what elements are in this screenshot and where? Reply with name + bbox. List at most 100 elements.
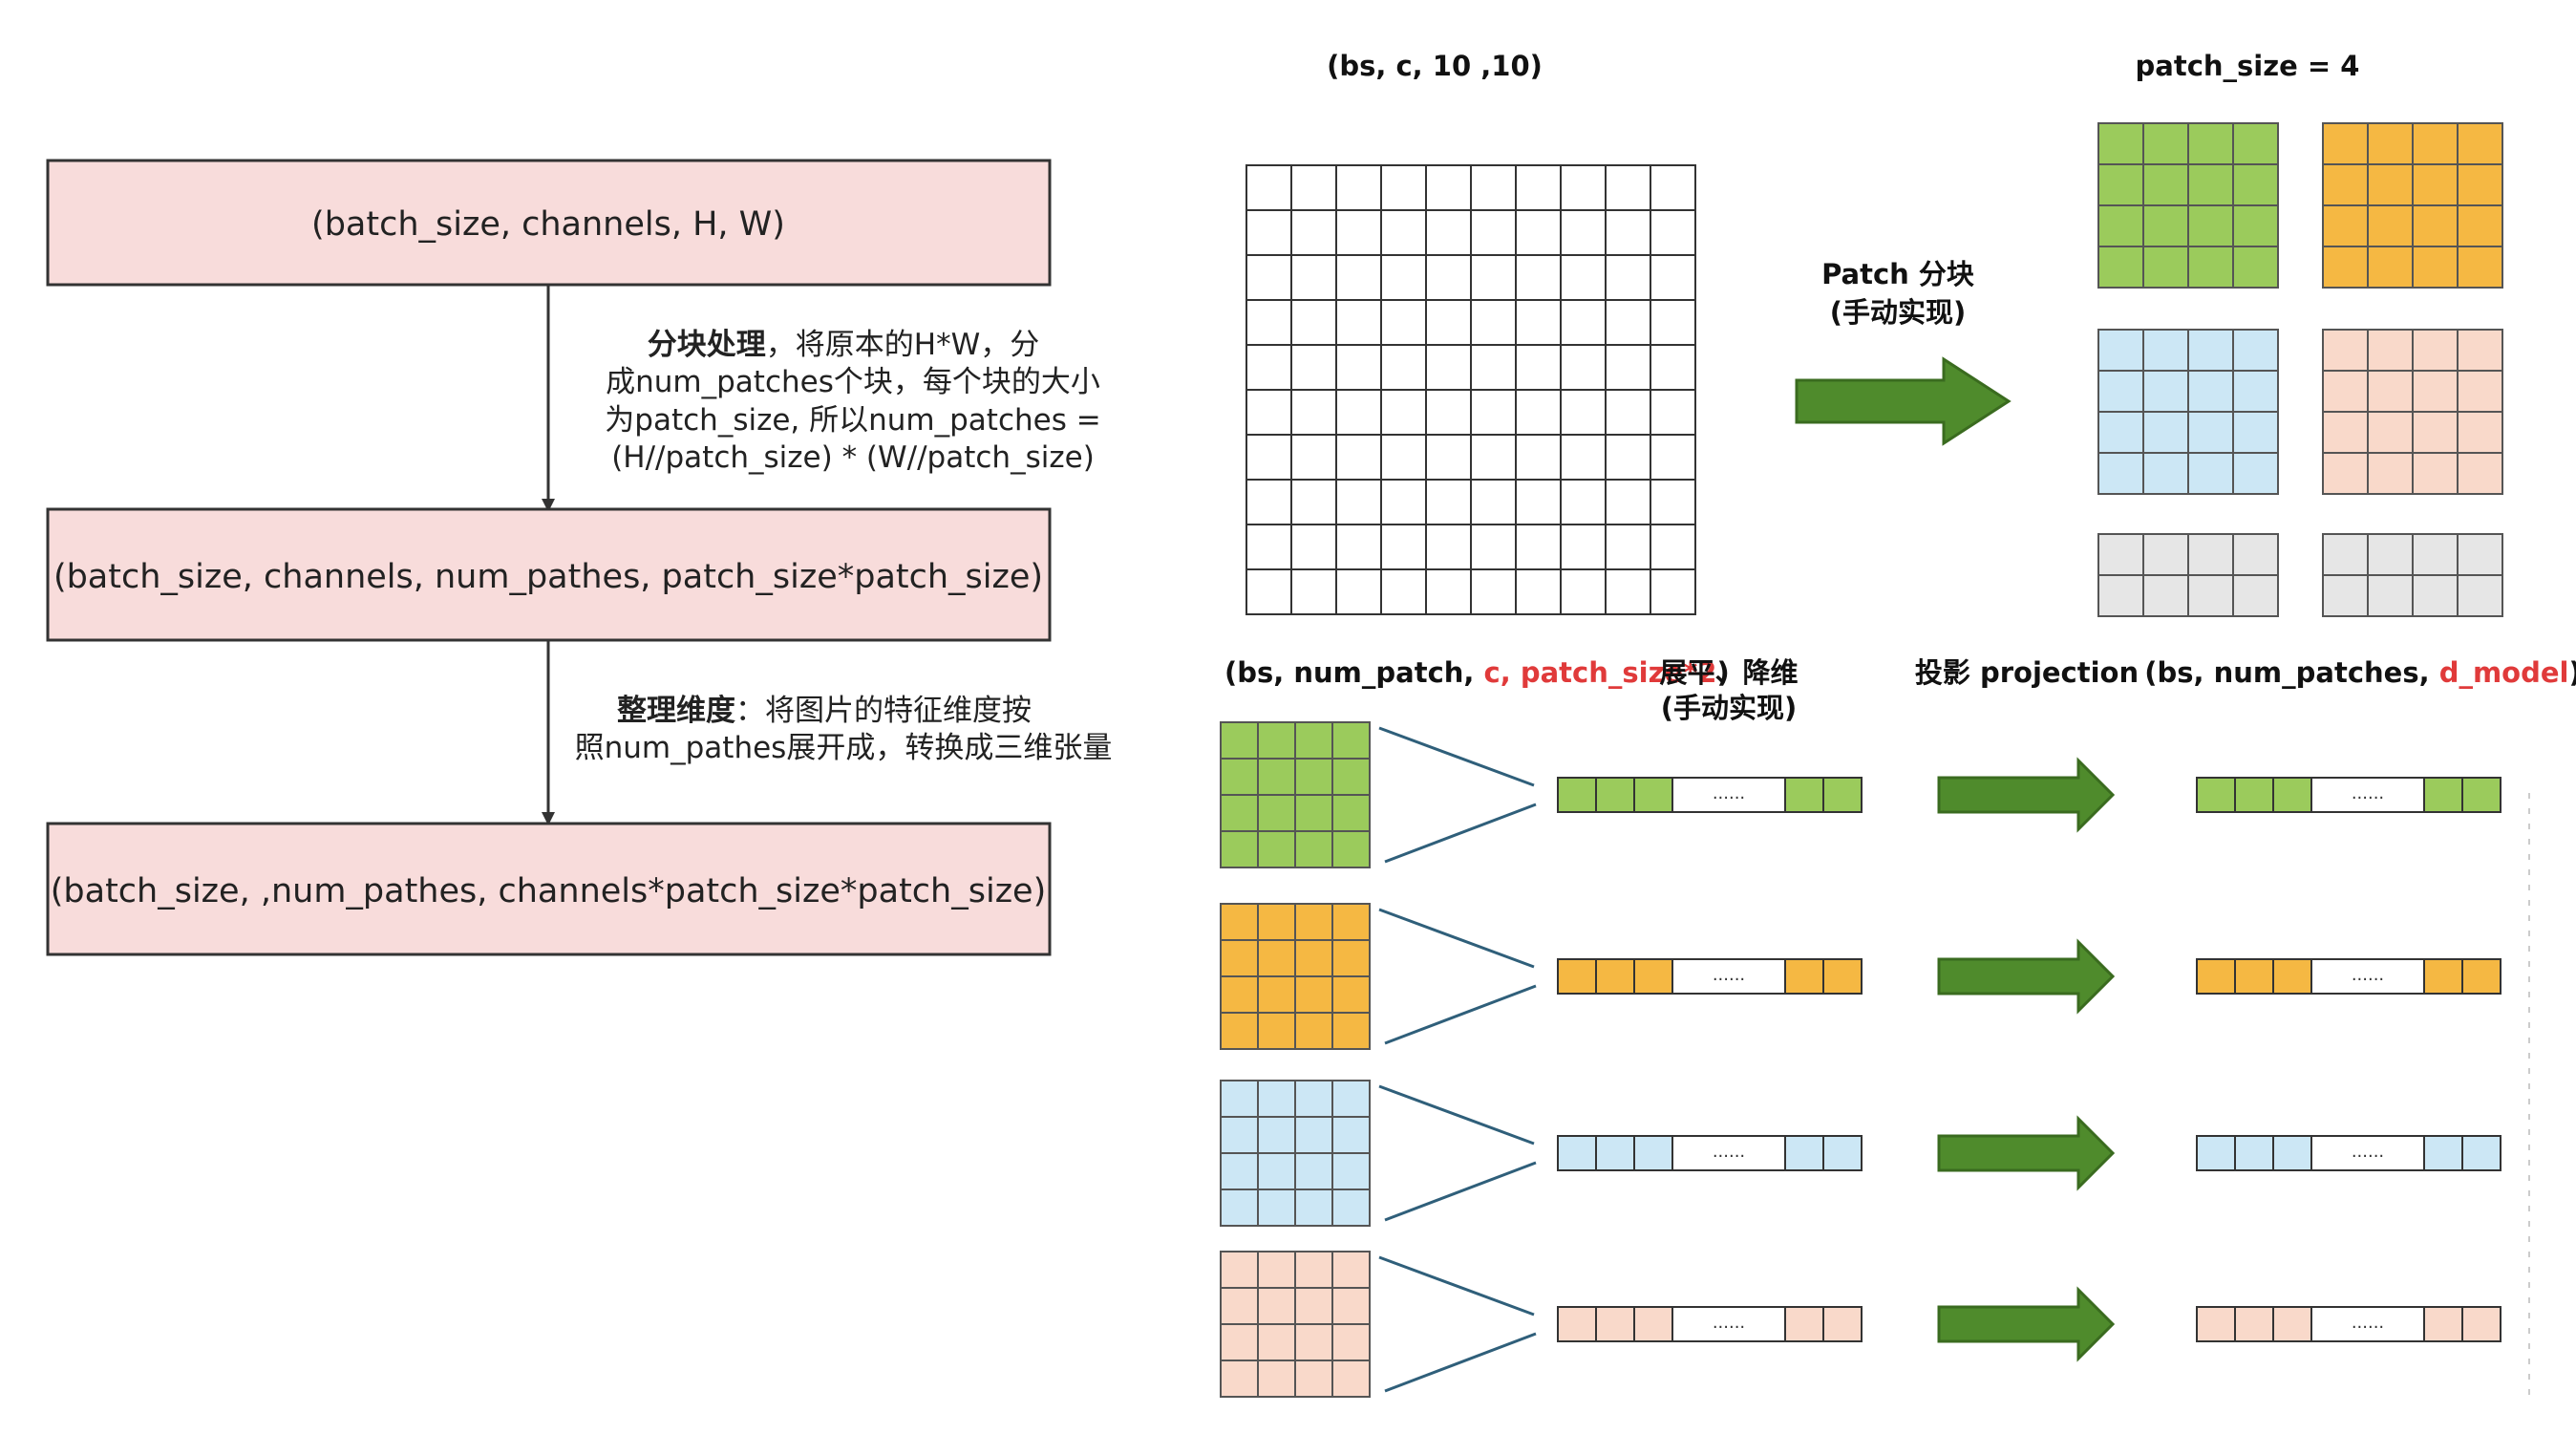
row-patch-cell bbox=[1294, 1080, 1333, 1118]
row-patch-cell bbox=[1257, 758, 1296, 796]
row-patch-cell bbox=[1257, 721, 1296, 760]
grid-cell bbox=[1515, 568, 1562, 615]
connector-line bbox=[1384, 1332, 1537, 1393]
grid-cell bbox=[1425, 568, 1472, 615]
patch-arrow-label-2: (手动实现) bbox=[1830, 296, 1967, 329]
vector-cell bbox=[1557, 1306, 1597, 1342]
row-patch-cell bbox=[1220, 1116, 1259, 1154]
patch-cell bbox=[2412, 329, 2459, 372]
patch-cell bbox=[2142, 246, 2189, 289]
vector-cell bbox=[2196, 1135, 2236, 1171]
grid-cell bbox=[1560, 568, 1607, 615]
connector-line bbox=[1378, 908, 1535, 969]
patch-cell bbox=[2187, 370, 2234, 413]
row-patch-cell bbox=[1294, 1287, 1333, 1325]
grid-cell bbox=[1245, 389, 1292, 436]
row-patch-cell bbox=[1331, 794, 1371, 832]
grid-cell bbox=[1515, 299, 1562, 346]
row-patch-cell bbox=[1220, 1080, 1259, 1118]
connector-line bbox=[1378, 726, 1535, 787]
grid-cell bbox=[1515, 344, 1562, 391]
patch-cell bbox=[2187, 533, 2234, 576]
patch-cell bbox=[2097, 122, 2144, 165]
svg-text:分块处理，将原本的H*W，分: 分块处理，将原本的H*W，分 bbox=[648, 328, 1039, 362]
patch-cell bbox=[2367, 574, 2414, 617]
grid-cell bbox=[1560, 344, 1607, 391]
grid-cell bbox=[1425, 389, 1472, 436]
row-orange: ............ bbox=[1220, 903, 2501, 1050]
row-patch-cell bbox=[1294, 1323, 1333, 1361]
vector-cell bbox=[2196, 958, 2236, 995]
projected-vector: ...... bbox=[2196, 958, 2501, 995]
step2-bold: 整理维度 bbox=[617, 694, 735, 728]
step2-line1: ：将图片的特征维度按 bbox=[735, 694, 1032, 728]
step1-bold: 分块处理 bbox=[648, 328, 766, 362]
row-patch-cell bbox=[1257, 830, 1296, 868]
step1-line2: 成num_patches个块，每个块的大小 bbox=[606, 365, 1100, 399]
patch-cell bbox=[2457, 163, 2503, 206]
grid-cell bbox=[1290, 254, 1337, 301]
grid-cell bbox=[1335, 209, 1382, 256]
patch-cell bbox=[2367, 163, 2414, 206]
vector-gap bbox=[2310, 1135, 2425, 1171]
patch-cell bbox=[2097, 370, 2144, 413]
step1-annotation: 分块处理，将原本的H*W，分 成num_patches个块，每个块的大小 为pa… bbox=[605, 328, 1100, 475]
row-patch-cell bbox=[1257, 1080, 1296, 1118]
row-patch-cell bbox=[1294, 1360, 1333, 1398]
grid-cell bbox=[1290, 299, 1337, 346]
vector-gap bbox=[2310, 1306, 2425, 1342]
patch-cell bbox=[2187, 204, 2234, 247]
vector-cell bbox=[2196, 777, 2236, 813]
patch-cell bbox=[2232, 246, 2279, 289]
patch-tile-gray-right bbox=[2322, 533, 2503, 617]
grid-cell bbox=[1560, 479, 1607, 525]
row-patch-cell bbox=[1220, 830, 1259, 868]
grid-cell bbox=[1335, 479, 1382, 525]
grid-cell bbox=[1560, 434, 1607, 481]
grid-cell bbox=[1380, 209, 1427, 256]
grid-cell bbox=[1425, 479, 1472, 525]
patch-cell bbox=[2457, 411, 2503, 454]
row-patch-cell bbox=[1294, 758, 1333, 796]
row-patch-cell bbox=[1257, 939, 1296, 977]
row-patch-cell bbox=[1294, 830, 1333, 868]
row-patch-cell bbox=[1220, 721, 1259, 760]
row-patch-cell bbox=[1294, 1251, 1333, 1289]
row-patch-cell bbox=[1220, 939, 1259, 977]
patch-cell bbox=[2412, 574, 2459, 617]
vector-cell bbox=[2461, 777, 2501, 813]
flow-box-output-label: (batch_size, ,num_pathes, channels*patch… bbox=[51, 872, 1047, 910]
grid-cell bbox=[1560, 254, 1607, 301]
patch-cell bbox=[2187, 452, 2234, 495]
patch-cell bbox=[2232, 204, 2279, 247]
grid-cell bbox=[1470, 164, 1517, 211]
vector-cell bbox=[1633, 1306, 1673, 1342]
vector-cell bbox=[1595, 958, 1635, 995]
row-patch-cell bbox=[1294, 903, 1333, 941]
patch-cell bbox=[2187, 329, 2234, 372]
vector-cell bbox=[2234, 1135, 2274, 1171]
patch-cell bbox=[2367, 370, 2414, 413]
patch-cell bbox=[2187, 246, 2234, 289]
grid-cell bbox=[1605, 164, 1651, 211]
patch-cell bbox=[2142, 163, 2189, 206]
grid-cell bbox=[1605, 434, 1651, 481]
patch-arrow-shape bbox=[1795, 356, 2012, 446]
vector-ellipsis: ...... bbox=[1713, 1142, 1745, 1162]
row-patch-cell bbox=[1294, 975, 1333, 1014]
patch-arrow-label-1: Patch 分块 bbox=[1821, 258, 1974, 290]
connector-line bbox=[1378, 1255, 1535, 1317]
patches-shape-header: (bs, num_patch, c, patch_size*2) bbox=[1224, 656, 1730, 689]
grid-cell bbox=[1290, 524, 1337, 570]
patch-cell bbox=[2322, 204, 2369, 247]
row-patch-cell bbox=[1257, 1287, 1296, 1325]
vector-cell bbox=[1784, 777, 1824, 813]
vector-cell bbox=[1633, 958, 1673, 995]
patch-cell bbox=[2322, 411, 2369, 454]
patch-cell bbox=[2097, 204, 2144, 247]
patch-cell bbox=[2142, 533, 2189, 576]
patch-cell bbox=[2097, 533, 2144, 576]
grid-cell bbox=[1515, 164, 1562, 211]
patch-cell bbox=[2457, 452, 2503, 495]
